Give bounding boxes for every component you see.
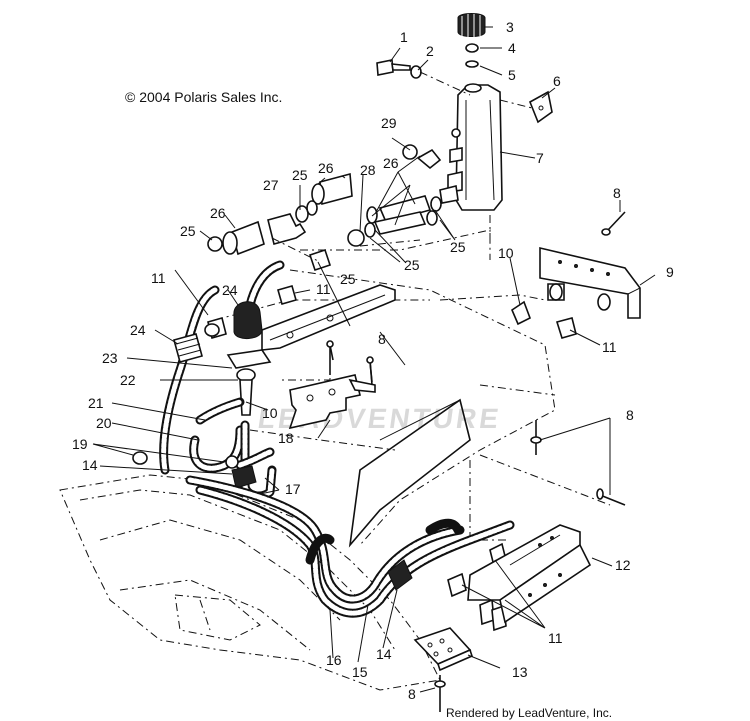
callout-19: 19 [72, 436, 88, 452]
heat-exchanger-hoses [185, 475, 515, 618]
callout-8: 8 [613, 185, 621, 201]
copyright-notice: © 2004 Polaris Sales Inc. [125, 89, 283, 105]
callout-14: 14 [82, 457, 98, 473]
front-heat-exchanger-bracket [467, 524, 592, 624]
callout-15: 15 [352, 664, 368, 680]
callout-25: 25 [340, 271, 356, 287]
small-hoses-and-clamps [207, 144, 491, 272]
reservoir-cap [457, 13, 486, 68]
coolant-reservoir [439, 83, 503, 211]
callout-5: 5 [508, 67, 516, 83]
callout-10: 10 [498, 245, 514, 261]
callout-13: 13 [512, 664, 528, 680]
callout-26: 26 [383, 155, 399, 171]
callout-29: 29 [381, 115, 397, 131]
rendered-by-credit: Rendered by LeadVenture, Inc. [446, 706, 613, 720]
callout-24: 24 [222, 282, 238, 298]
leader-lines [92, 26, 656, 693]
callout-25: 25 [450, 239, 466, 255]
callout-7: 7 [536, 150, 544, 166]
callout-27: 27 [263, 177, 279, 193]
callout-21: 21 [88, 395, 104, 411]
callout-numbers: 1 2 3 4 5 6 7 8 8 8 8 9 10 10 11 11 11 1… [72, 19, 674, 702]
callout-12: 12 [615, 557, 631, 573]
callout-8: 8 [378, 331, 386, 347]
bracket-bolt-top [601, 211, 626, 236]
reservoir-bracket-clip [499, 90, 553, 124]
heat-exchanger-bracket [539, 246, 641, 319]
callout-10: 10 [262, 405, 278, 421]
callout-24: 24 [130, 322, 146, 338]
support-plate-13 [413, 627, 473, 672]
callout-18: 18 [278, 430, 294, 446]
callout-25: 25 [404, 257, 420, 273]
callout-28: 28 [360, 162, 376, 178]
callout-22: 22 [120, 372, 136, 388]
callout-4: 4 [508, 40, 516, 56]
callout-11: 11 [602, 339, 617, 355]
rivets [326, 340, 626, 712]
callout-2: 2 [426, 43, 434, 59]
callout-25: 25 [292, 167, 308, 183]
reservoir-bolt [376, 59, 471, 96]
callout-25: 25 [180, 223, 196, 239]
callout-11: 11 [151, 270, 166, 286]
floor-plate [348, 398, 471, 548]
hose-connector-22-23 [226, 349, 272, 416]
callout-8: 8 [408, 686, 416, 702]
callout-16: 16 [326, 652, 342, 668]
callout-26: 26 [318, 160, 334, 176]
callout-3: 3 [506, 19, 514, 35]
callout-1: 1 [400, 29, 408, 45]
callout-11: 11 [548, 630, 563, 646]
callout-26: 26 [210, 205, 226, 221]
callout-9: 9 [666, 264, 674, 280]
callout-17: 17 [285, 481, 301, 497]
callout-11: 11 [316, 281, 331, 297]
callout-14: 14 [376, 646, 392, 662]
callout-8: 8 [626, 407, 634, 423]
callout-6: 6 [553, 73, 561, 89]
callout-20: 20 [96, 415, 112, 431]
callout-23: 23 [102, 350, 118, 366]
